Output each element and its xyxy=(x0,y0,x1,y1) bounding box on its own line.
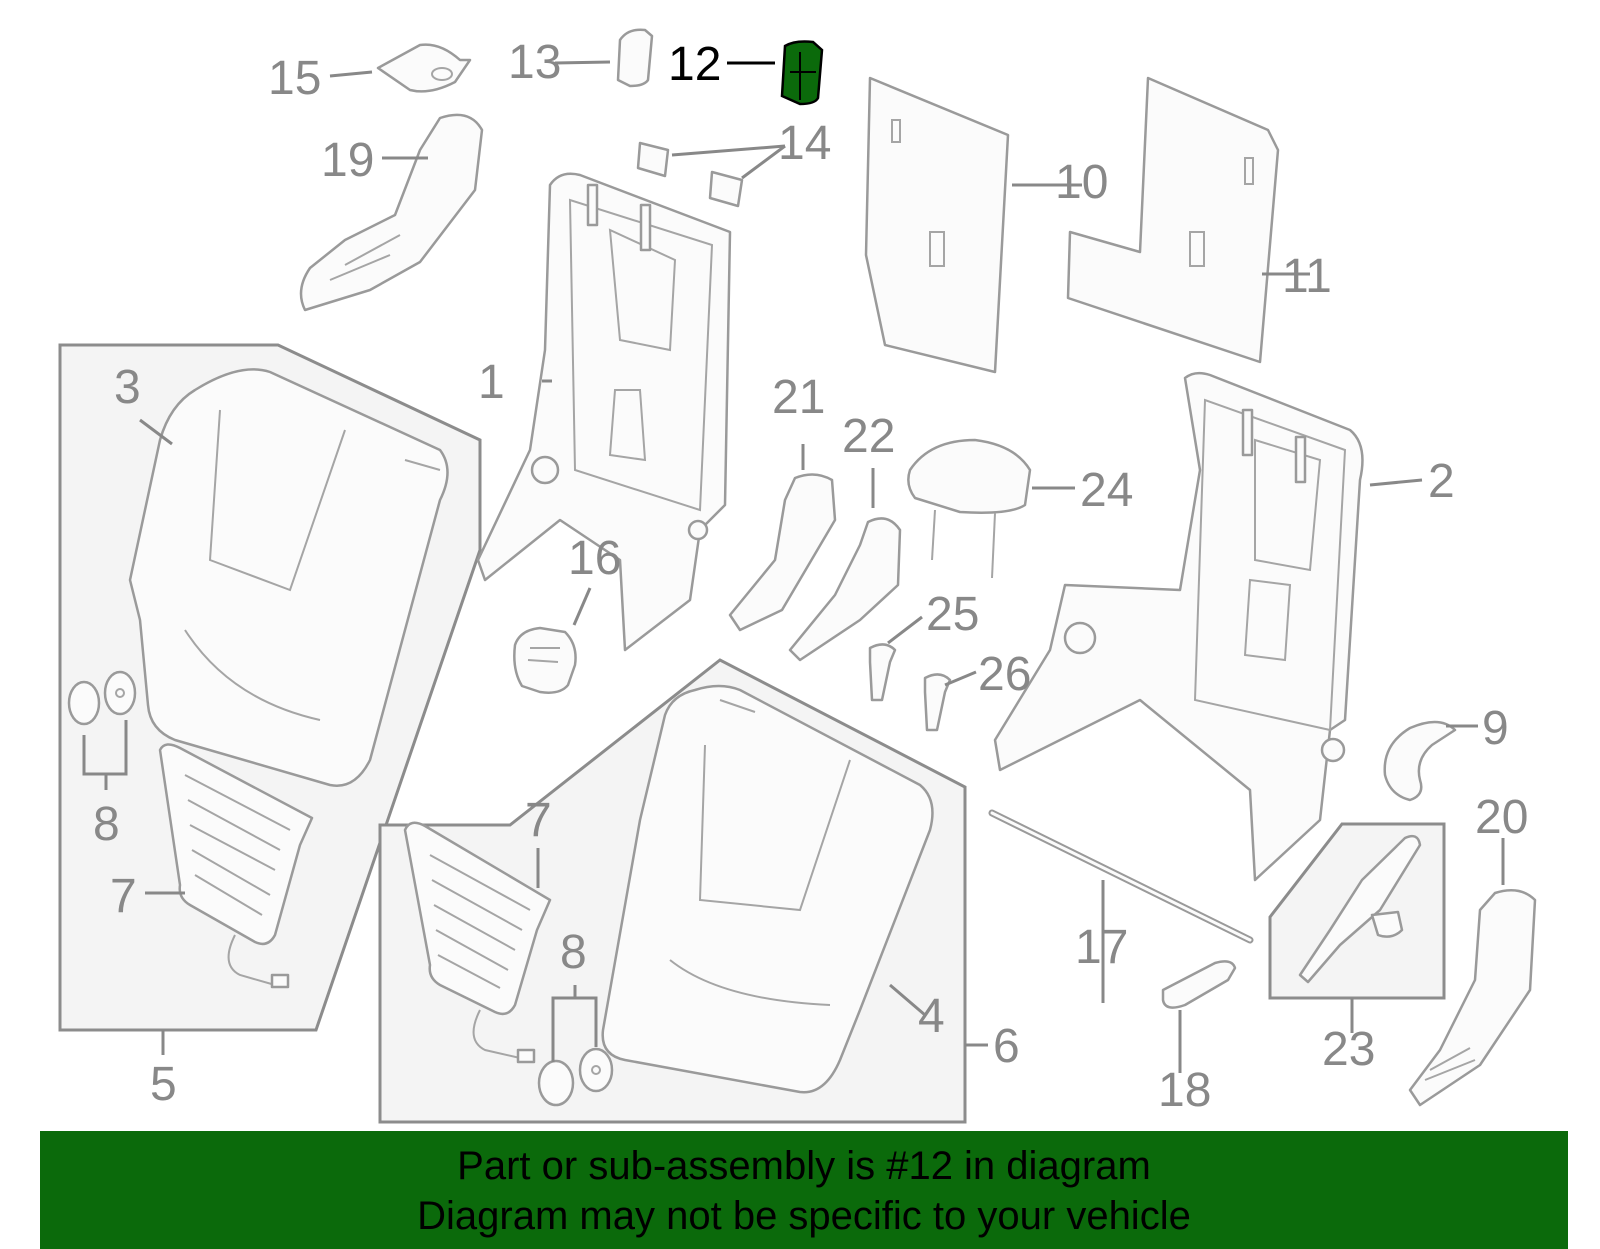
clips-14 xyxy=(636,141,744,208)
callout-19[interactable]: 19 xyxy=(321,134,374,187)
callout-17[interactable]: 17 xyxy=(1075,921,1128,974)
guide-25 xyxy=(868,643,897,702)
callout-11[interactable]: 11 xyxy=(1282,250,1332,303)
callout-5[interactable]: 5 xyxy=(150,1058,177,1111)
callout-7-left[interactable]: 7 xyxy=(110,870,137,923)
leader-lines xyxy=(82,60,1505,1073)
callout-16[interactable]: 16 xyxy=(568,532,621,585)
bracket-23 xyxy=(1298,834,1422,984)
callout-labels: 15 13 12 14 19 10 11 1 3 21 22 2 24 16 2… xyxy=(93,36,1528,1117)
callout-24[interactable]: 24 xyxy=(1080,464,1133,517)
callout-4[interactable]: 4 xyxy=(918,990,945,1043)
callout-18[interactable]: 18 xyxy=(1158,1064,1211,1117)
back-panel-11 xyxy=(1066,76,1280,364)
callout-7-bottom[interactable]: 7 xyxy=(525,794,552,847)
callout-22[interactable]: 22 xyxy=(842,410,895,463)
seat-back-frame-1 xyxy=(476,172,732,652)
callout-9[interactable]: 9 xyxy=(1482,702,1509,755)
trim-21 xyxy=(728,473,837,632)
callout-6[interactable]: 6 xyxy=(993,1020,1020,1073)
banner-line-2: Diagram may not be specific to your vehi… xyxy=(417,1194,1191,1238)
callout-13[interactable]: 13 xyxy=(508,36,561,89)
trim-9 xyxy=(1383,720,1457,802)
callout-14[interactable]: 14 xyxy=(778,117,831,170)
seat-back-cover-4 xyxy=(601,684,934,1094)
info-banner: Part or sub-assembly is #12 in diagram D… xyxy=(40,1131,1568,1249)
callout-8-bottom[interactable]: 8 xyxy=(560,926,587,979)
callout-1[interactable]: 1 xyxy=(478,356,505,409)
callout-26[interactable]: 26 xyxy=(978,648,1031,701)
latch-16 xyxy=(513,626,577,694)
back-panel-10 xyxy=(864,76,1010,374)
callout-3[interactable]: 3 xyxy=(114,361,141,414)
callout-15[interactable]: 15 xyxy=(268,52,321,105)
heater-pad-7-bottom xyxy=(403,821,552,1064)
callout-2[interactable]: 2 xyxy=(1428,455,1455,508)
heater-pad-7-left xyxy=(158,743,314,989)
rod-17 xyxy=(988,809,1254,944)
part-12-highlight xyxy=(780,40,824,106)
guide-26 xyxy=(923,673,952,732)
callout-23[interactable]: 23 xyxy=(1322,1023,1375,1076)
callout-20[interactable]: 20 xyxy=(1475,791,1528,844)
callout-21[interactable]: 21 xyxy=(772,371,825,424)
grommets-8-bottom xyxy=(537,1047,614,1107)
callout-8-left[interactable]: 8 xyxy=(93,798,120,851)
headrest-24 xyxy=(907,438,1032,579)
trim-20 xyxy=(1408,888,1537,1107)
trim-19 xyxy=(299,113,484,312)
seat-back-frame-2 xyxy=(993,371,1364,882)
handle-18 xyxy=(1161,960,1237,1009)
banner-line-1: Part or sub-assembly is #12 in diagram xyxy=(457,1144,1151,1188)
bracket-15 xyxy=(376,43,472,93)
grommets-8-left xyxy=(67,670,137,726)
callout-12[interactable]: 12 xyxy=(668,38,721,91)
callout-10[interactable]: 10 xyxy=(1055,156,1108,209)
cover-13 xyxy=(616,28,654,88)
seat-back-cover-3 xyxy=(128,368,449,787)
trim-22 xyxy=(788,517,902,662)
callout-25[interactable]: 25 xyxy=(926,588,979,641)
